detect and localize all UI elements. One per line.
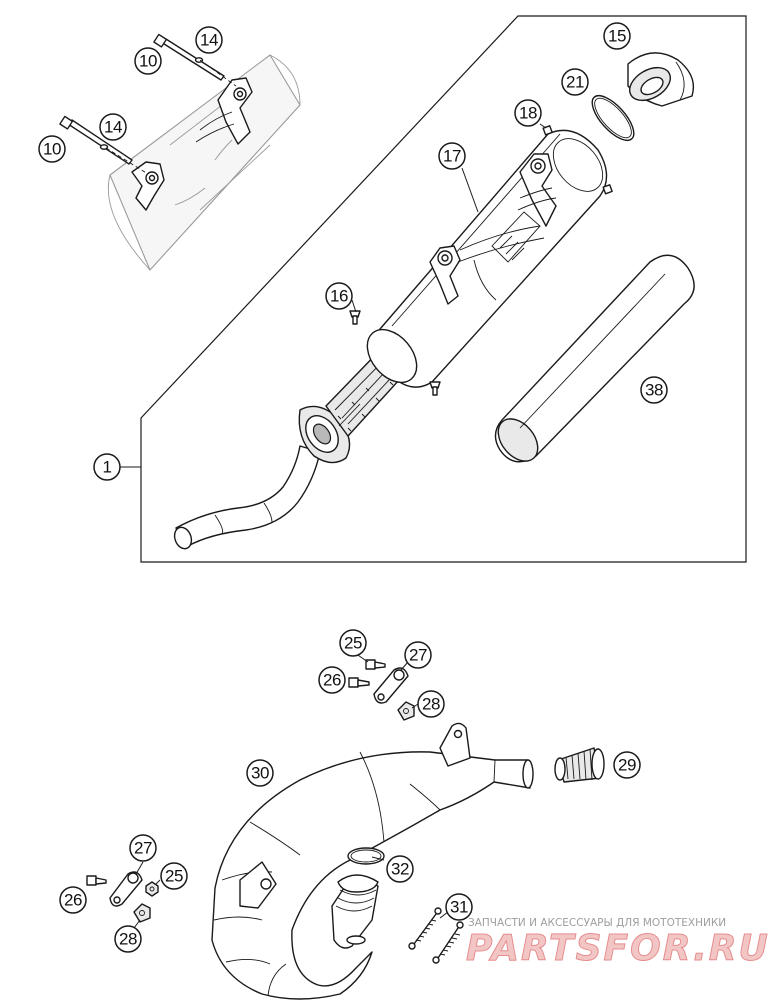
leader-17 [461,167,479,213]
inset-washer-lower [99,144,109,150]
leader-16 [351,299,357,313]
svg-text:18: 18 [519,104,537,123]
svg-text:27: 27 [134,839,152,858]
svg-text:27: 27 [409,646,427,665]
silencer-clamp-front [429,225,545,305]
callout-27-lower[interactable]: 27 [129,834,157,862]
callout-26-lower[interactable]: 26 [59,886,87,914]
nut-28a [397,701,415,721]
callout-15[interactable]: 15 [603,22,631,50]
leader-28a [411,703,419,709]
nut-28b [133,903,151,923]
callout-25-upper[interactable]: 25 [339,629,367,657]
svg-text:25: 25 [165,867,183,886]
callout-31[interactable]: 31 [445,893,473,921]
leader-27b [135,861,144,875]
svg-text:31: 31 [450,898,468,917]
leader-18 [539,123,547,129]
watermark: ЗАПЧАСТИ И АКСЕССУАРЫ ДЛЯ МОТОТЕХНИКИ PA… [466,917,770,970]
callout-17[interactable]: 17 [438,142,466,170]
svg-text:1: 1 [103,458,112,477]
svg-text:28: 28 [119,930,137,949]
callout-38[interactable]: 38 [640,376,668,404]
end-cap-15 [627,52,695,107]
callout-28-upper[interactable]: 28 [417,690,445,718]
callout-32[interactable]: 32 [386,855,414,883]
svg-text:14: 14 [200,31,218,50]
callout-25-lower[interactable]: 25 [160,862,188,890]
silencer-inlet-pipe [173,445,321,550]
watermark-logo: PARTSFOR.RU [466,928,770,969]
inset-clamp-upper [195,77,253,145]
o-ring-21 [591,94,635,142]
callout-26-upper[interactable]: 26 [318,666,346,694]
inset-bolt-lower [59,115,133,165]
inset-silencer-detail [107,54,301,272]
svg-text:38: 38 [645,381,663,400]
inset-leader-lower [105,147,149,175]
svg-text:29: 29 [618,756,636,775]
svg-text:10: 10 [43,140,61,159]
leader-27a [400,661,409,671]
svg-text:32: 32 [391,860,409,879]
callout-18[interactable]: 18 [514,99,542,127]
callout-10-lower[interactable]: 10 [38,135,66,163]
nut-25b [145,881,159,897]
svg-text:30: 30 [251,764,269,783]
spring-31b [432,921,464,964]
pipe-outlet-neck [331,874,379,949]
assembly-frame [140,15,747,563]
svg-text:15: 15 [608,27,626,46]
o-ring-32 [347,847,385,865]
packing-38 [494,254,695,463]
exhaust-pipe-30 [211,722,534,1000]
svg-text:14: 14 [104,118,122,137]
screw-16a [349,310,361,325]
rubber-sleeve-29 [554,747,605,783]
callout-14-upper[interactable]: 14 [195,26,223,54]
callout-10-upper[interactable]: 10 [134,47,162,75]
svg-text:26: 26 [323,671,341,690]
callout-30[interactable]: 30 [246,759,274,787]
callout-21[interactable]: 21 [561,68,589,96]
screw-16b [429,381,441,396]
svg-text:16: 16 [330,287,348,306]
svg-text:10: 10 [139,52,157,71]
svg-text:26: 26 [64,891,82,910]
callout-1[interactable]: 1 [93,453,121,481]
callout-29[interactable]: 29 [613,751,641,779]
spring-31a [408,907,442,950]
inset-washer-upper [194,57,204,63]
callout-14-lower[interactable]: 14 [99,113,127,141]
leader-25b [155,879,161,885]
bolt-25a [365,659,386,670]
svg-text:28: 28 [422,695,440,714]
bolt-26b [86,875,107,886]
bolt-26a [348,677,370,688]
bracket-27b [109,871,143,907]
callout-27-upper[interactable]: 27 [404,641,432,669]
nut-18b [602,184,613,195]
leader-28b [133,919,141,929]
bracket-27a [373,667,409,704]
inset-bolt-upper [153,33,225,81]
callout-28-lower[interactable]: 28 [114,925,142,953]
watermark-tagline: ЗАПЧАСТИ И АКСЕССУАРЫ ДЛЯ МОТОТЕХНИКИ [468,917,726,929]
svg-text:17: 17 [443,147,461,166]
inset-leader-upper [199,59,237,87]
svg-text:21: 21 [566,73,584,92]
inset-clamp-lower [131,161,165,211]
leader-32 [371,856,385,861]
callout-16[interactable]: 16 [325,282,353,310]
silencer-clamp-rear [517,153,557,227]
svg-text:25: 25 [344,634,362,653]
